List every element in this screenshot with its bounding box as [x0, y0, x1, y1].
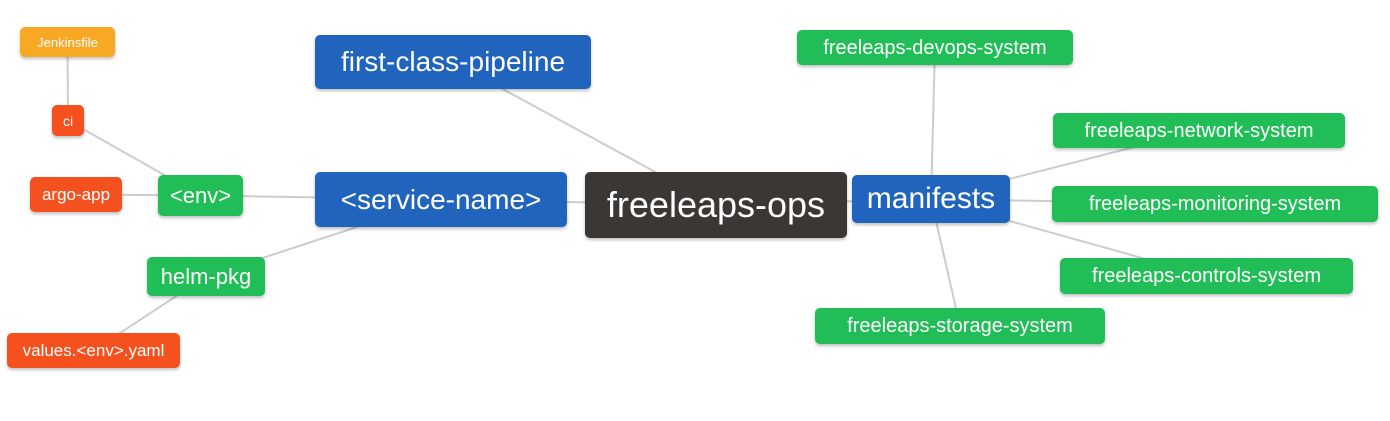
node-service-name[interactable]: <service-name> [315, 172, 567, 227]
node-freeleaps-storage-system[interactable]: freeleaps-storage-system [815, 308, 1105, 344]
node-freeleaps-monitoring-system[interactable]: freeleaps-monitoring-system [1052, 186, 1378, 222]
node-first-class-pipeline[interactable]: first-class-pipeline [315, 35, 591, 89]
node-freeleaps-ops[interactable]: freeleaps-ops [585, 172, 847, 238]
node-env[interactable]: <env> [158, 175, 243, 216]
node-freeleaps-controls-system[interactable]: freeleaps-controls-system [1060, 258, 1353, 294]
node-argo-app[interactable]: argo-app [30, 177, 122, 212]
node-manifests[interactable]: manifests [852, 175, 1010, 223]
node-jenkinsfile[interactable]: Jenkinsfile [20, 27, 115, 57]
node-values-env-yaml[interactable]: values.<env>.yaml [7, 333, 180, 368]
node-freeleaps-devops-system[interactable]: freeleaps-devops-system [797, 30, 1073, 65]
node-freeleaps-network-system[interactable]: freeleaps-network-system [1053, 113, 1345, 148]
node-helm-pkg[interactable]: helm-pkg [147, 257, 265, 296]
node-ci[interactable]: ci [52, 105, 84, 136]
